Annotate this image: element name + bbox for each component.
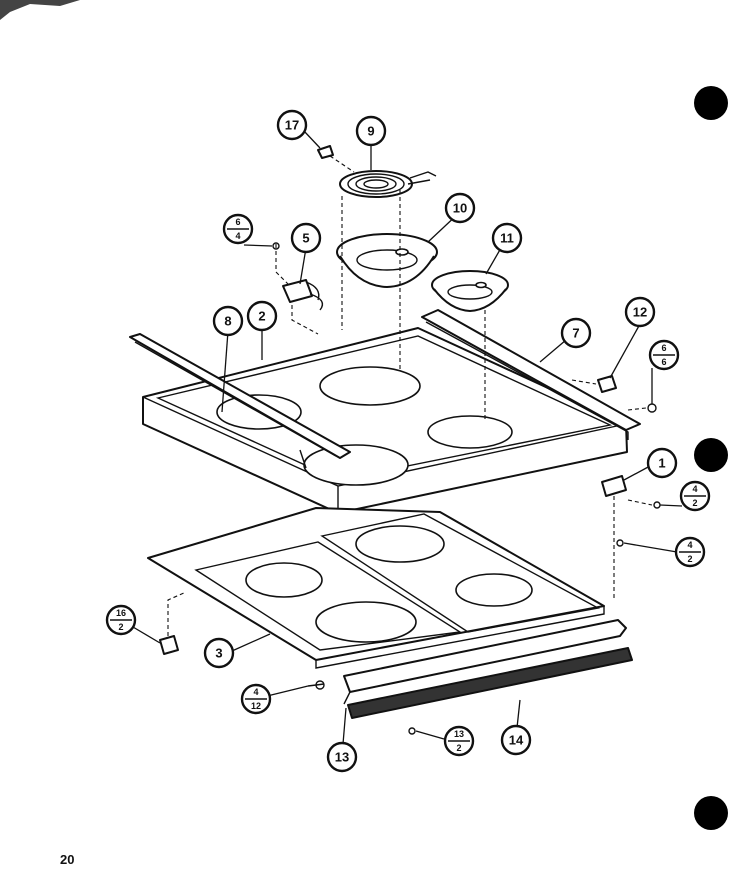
callout-9: 9	[355, 115, 387, 147]
svg-text:9: 9	[367, 124, 374, 139]
callout-17: 17	[276, 109, 308, 141]
svg-text:3: 3	[215, 646, 222, 661]
binder-hole-bottom	[694, 796, 728, 830]
fraction-callout-4-12: 4 12	[240, 683, 272, 715]
binder-hole-middle	[694, 438, 728, 472]
callout-7: 7	[560, 317, 592, 349]
svg-text:5: 5	[302, 231, 309, 246]
fraction-callout-4-2-upper: 4 2	[679, 480, 711, 512]
side-bracket-part-1	[601, 475, 627, 600]
svg-text:2: 2	[118, 622, 123, 632]
svg-text:8: 8	[224, 314, 231, 329]
svg-text:13: 13	[335, 750, 349, 765]
drip-bowl-small-part-11	[431, 270, 509, 312]
callout-13: 13	[326, 741, 358, 773]
svg-text:4: 4	[692, 484, 697, 494]
svg-text:6: 6	[661, 343, 666, 353]
callout-14: 14	[500, 724, 532, 756]
svg-text:2: 2	[687, 554, 692, 564]
svg-text:2: 2	[456, 743, 461, 753]
front-strip-part-14	[347, 647, 633, 719]
connector-block	[159, 635, 179, 655]
svg-text:12: 12	[251, 701, 261, 711]
screws	[272, 242, 661, 735]
surface-element-part-9	[339, 170, 437, 198]
callout-1: 1	[646, 447, 678, 479]
fraction-callout-6-4: 6 4	[222, 213, 254, 245]
fraction-callout-16-2: 16 2	[105, 604, 137, 636]
svg-text:2: 2	[692, 498, 697, 508]
svg-text:1: 1	[658, 456, 665, 471]
front-frame-part-13	[343, 619, 627, 705]
scan-smudge	[0, 0, 80, 20]
svg-text:6: 6	[235, 217, 240, 227]
svg-text:11: 11	[500, 231, 514, 246]
fraction-callout-13-2: 13 2	[443, 725, 475, 757]
callout-2: 2	[246, 300, 278, 332]
drip-bowl-large-part-10	[336, 233, 438, 288]
callout-11: 11	[491, 222, 523, 254]
main-top-part-2	[142, 327, 628, 514]
burner-box-part-3	[147, 507, 605, 669]
callout-5: 5	[290, 222, 322, 254]
svg-text:16: 16	[116, 608, 126, 618]
svg-text:4: 4	[253, 687, 258, 697]
svg-text:17: 17	[285, 118, 299, 133]
callout-10: 10	[444, 192, 476, 224]
trim-bar-part-8	[129, 333, 351, 469]
bracket-part-12	[597, 375, 617, 393]
svg-text:6: 6	[661, 357, 666, 367]
callout-12: 12	[624, 296, 656, 328]
svg-text:4: 4	[687, 540, 692, 550]
back-trim-part-7	[421, 309, 641, 440]
svg-text:10: 10	[453, 201, 467, 216]
callout-8: 8	[212, 305, 244, 337]
fraction-callout-6-6: 6 6	[648, 339, 680, 371]
svg-text:7: 7	[572, 326, 579, 341]
svg-text:12: 12	[633, 305, 647, 320]
fraction-callout-4-2-lower: 4 2	[674, 536, 706, 568]
callout-3: 3	[203, 637, 235, 669]
element-clip-part-17	[317, 145, 334, 159]
binder-hole-top	[694, 86, 728, 120]
page-number: 20	[60, 852, 75, 867]
svg-text:14: 14	[509, 733, 524, 748]
svg-text:4: 4	[235, 231, 240, 241]
svg-text:13: 13	[454, 729, 464, 739]
svg-text:2: 2	[258, 309, 265, 324]
receptacle-block-part-5	[282, 279, 324, 311]
